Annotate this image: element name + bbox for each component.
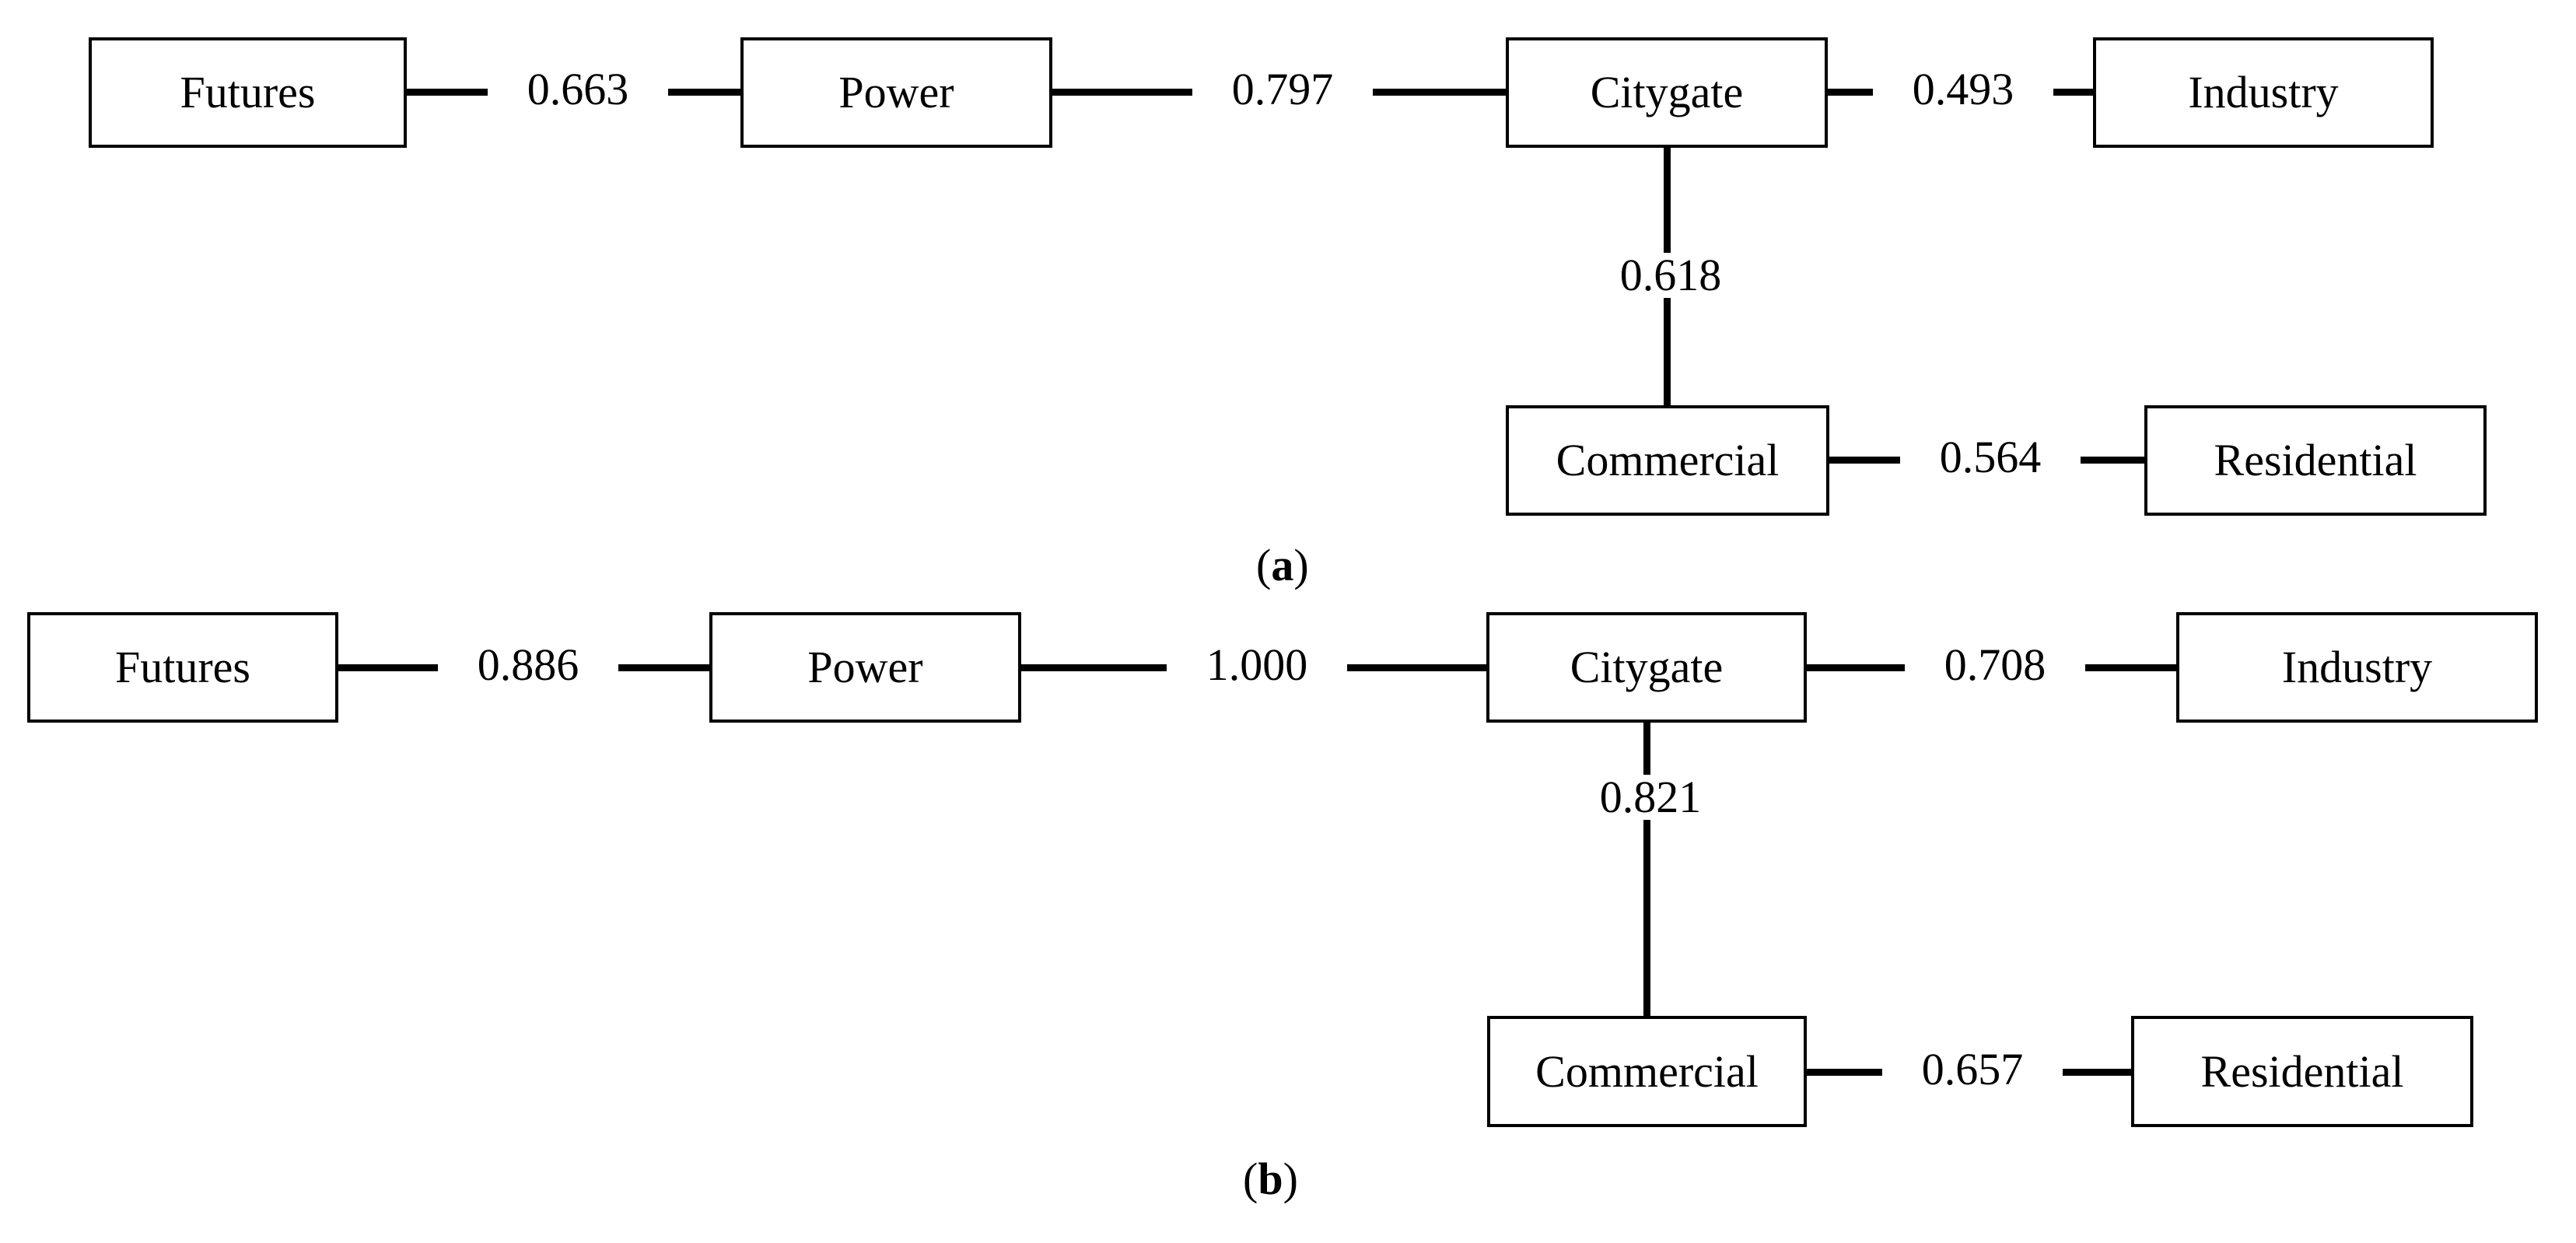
node-label-power-b: Power [807,642,923,692]
node-label-citygate-a: Citygate [1590,67,1744,117]
node-label-commercial-a: Commercial [1556,435,1780,485]
edge-label-futures-power-a: 0.663 [488,67,668,112]
node-label-residential-a: Residential [2214,435,2417,485]
node-citygate-b[interactable]: Citygate [1486,612,1807,723]
edge-label-commercial-residential-a: 0.564 [1900,435,2081,480]
panel-caption-b: (b) [1243,1154,1298,1204]
node-futures-b[interactable]: Futures [27,612,338,723]
edge-label-citygate-industry-b: 0.708 [1905,643,2085,688]
edge-label-citygate-commercial-b: 0.821 [1560,775,1741,820]
node-label-futures-a: Futures [180,67,316,117]
node-industry-a[interactable]: Industry [2093,37,2434,148]
node-label-citygate-b: Citygate [1570,642,1724,692]
node-industry-b[interactable]: Industry [2176,612,2538,723]
node-residential-b[interactable]: Residential [2131,1016,2473,1127]
node-label-power-a: Power [838,67,954,117]
node-label-industry-b: Industry [2281,642,2433,692]
node-commercial-b[interactable]: Commercial [1487,1016,1807,1127]
edge-label-citygate-commercial-a: 0.618 [1580,253,1761,298]
node-citygate-a[interactable]: Citygate [1506,37,1828,148]
panel-a: 0.663 0.797 0.493 0.618 0.564 Futures Po… [0,0,2576,591]
node-label-commercial-b: Commercial [1535,1045,1759,1097]
node-label-residential-b: Residential [2200,1045,2404,1097]
node-label-futures-b: Futures [115,642,250,692]
node-residential-a[interactable]: Residential [2144,405,2487,516]
edge-label-commercial-residential-b: 0.657 [1882,1047,2063,1092]
edge-label-citygate-industry-a: 0.493 [1873,67,2053,112]
node-label-industry-a: Industry [2188,67,2339,117]
panel-caption-a: (a) [1256,540,1309,590]
panel-caption-letter-b: b [1258,1154,1283,1204]
node-futures-a[interactable]: Futures [89,37,407,148]
node-power-a[interactable]: Power [740,37,1052,148]
panel-b: 0.886 1.000 0.708 0.821 0.657 Futures Po… [0,591,2576,1243]
edge-label-power-citygate-a: 0.797 [1192,67,1373,112]
node-commercial-a[interactable]: Commercial [1506,405,1829,516]
edge-label-power-citygate-b: 1.000 [1167,643,1347,688]
panel-caption-letter-a: a [1271,540,1294,590]
node-power-b[interactable]: Power [709,612,1021,723]
edge-label-futures-power-b: 0.886 [438,643,618,688]
edge-citygate-commercial-line-b [1643,720,1650,1018]
